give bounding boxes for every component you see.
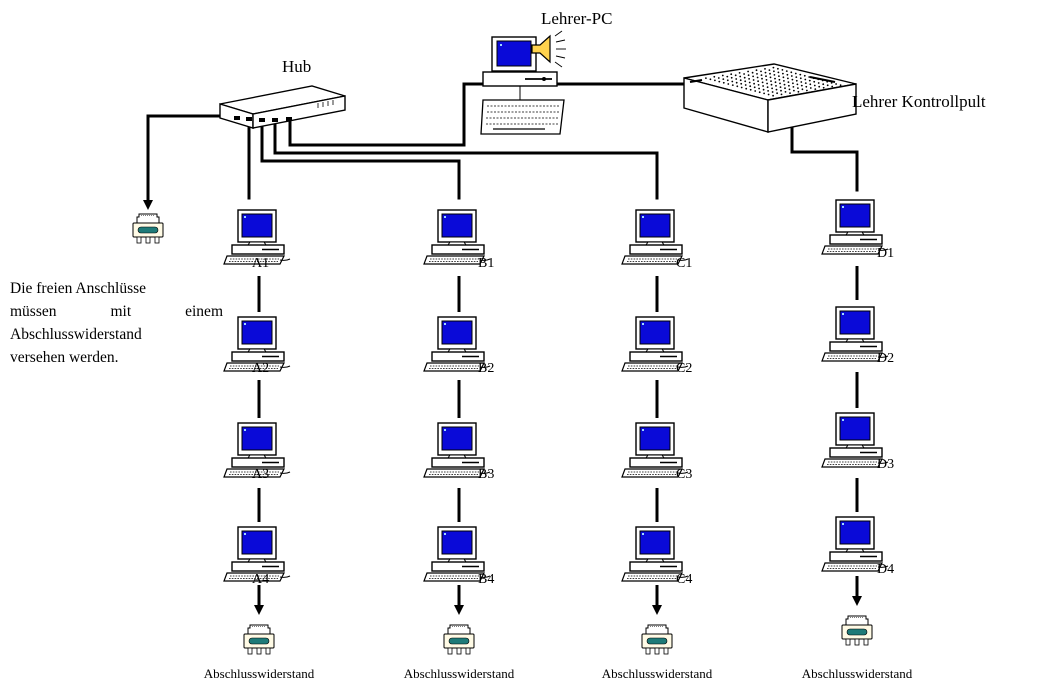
cabling <box>146 82 859 200</box>
computer-label: C3 <box>676 467 693 482</box>
note-line: müssen mit einem <box>10 303 223 320</box>
computer-label: A2 <box>252 361 270 376</box>
teacher-pc-label: Lehrer-PC <box>541 9 613 28</box>
terminator-arrows <box>143 196 862 615</box>
computer-label: A4 <box>252 572 270 587</box>
terminator-label: Abschlusswiderstand <box>601 666 713 681</box>
chain-links <box>257 266 859 522</box>
control-panel-device <box>683 63 857 133</box>
panel-to-column-d-cable <box>790 116 859 192</box>
terminator-label: Abschlusswiderstand <box>403 666 515 681</box>
hub-to-teacher-pc-cable <box>288 82 485 147</box>
terminator-d-icon <box>841 615 873 646</box>
computer-label: D1 <box>877 246 895 261</box>
control-panel-label: Lehrer Kontrollpult <box>852 92 986 111</box>
terminator-b-icon <box>443 624 475 655</box>
computer-label: B1 <box>478 256 495 271</box>
computer-label: C1 <box>676 256 693 271</box>
hub-to-column-c-cable <box>273 119 659 200</box>
hub-label: Hub <box>282 57 312 76</box>
computer-label: C4 <box>676 572 693 587</box>
note-line: versehen werden. <box>10 349 119 366</box>
computer-label: C2 <box>676 361 693 376</box>
teacher-pc <box>480 30 566 135</box>
computer-label: A1 <box>252 256 270 271</box>
computer-label: D2 <box>877 351 895 366</box>
computer-label: D3 <box>877 457 895 472</box>
computer-label: B4 <box>478 572 495 587</box>
terminator-label: Abschlusswiderstand <box>801 666 913 681</box>
note-line: Die freien Anschlüsse <box>10 280 147 297</box>
computer-label: B2 <box>478 361 495 376</box>
computer-label: A3 <box>252 467 270 482</box>
terminator-a-icon <box>243 624 275 655</box>
free-ports-note: Die freien Anschlüsse müssen mit einem A… <box>10 277 223 369</box>
workstations <box>223 199 889 582</box>
note-line: Abschlusswiderstand <box>10 326 142 343</box>
terminator-c-icon <box>641 624 673 655</box>
hub-device <box>219 85 346 129</box>
hub-to-terminator-cable <box>146 114 224 200</box>
computer-label: B3 <box>478 467 495 482</box>
terminator-label: Abschlusswiderstand <box>203 666 315 681</box>
computer-label: D4 <box>877 562 895 577</box>
terminator-free-port-icon <box>132 213 164 244</box>
hub-to-column-b-cable <box>260 119 461 200</box>
